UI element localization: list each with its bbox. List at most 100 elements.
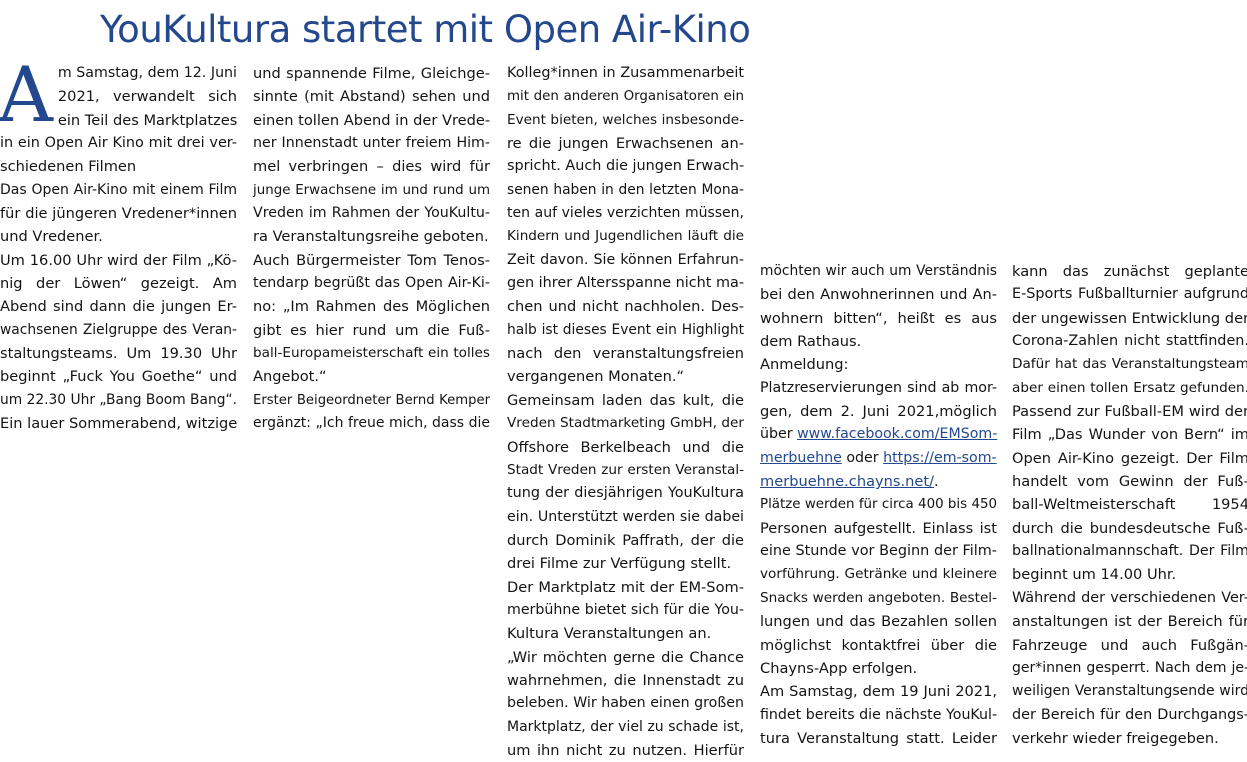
text-line: E-Sports Fußballturnier aufgrund: [1012, 286, 1247, 303]
text-line: durch die bundesdeutsche Fuß-: [1012, 519, 1247, 537]
text-line: beleben. Wir haben einen großen: [507, 695, 744, 712]
text-line: Personen aufgestellt. Einlass ist: [760, 519, 997, 537]
text-line: handelt vom Gewinn der Fuß-: [1012, 473, 1247, 491]
text-line: Marktplatz, der viel zu schade ist,: [507, 718, 744, 735]
text-line: Kultura Veranstaltungen an.: [507, 625, 712, 643]
text-line: möglichst kontaktfrei über die: [760, 636, 997, 654]
drop-cap: A: [0, 50, 53, 139]
text-line: der Bereich für den Durchgangs-: [1012, 706, 1247, 723]
text-line: durch Dominik Paffrath, der die: [507, 531, 744, 549]
text-line-with-link: merbuehne.chayns.net/.: [760, 470, 997, 493]
text-line: Erster Beigeordneter Bernd Kemper: [253, 392, 490, 408]
text-column-3: Kolleg*innen in Zusammenarbeit mit den a…: [507, 62, 744, 762]
text-line: um ihn nicht zu nutzen. Hierfür: [507, 741, 744, 759]
text-line: ra Veranstaltungsreihe geboten.: [253, 228, 489, 246]
text-line: gen ihrer Altersspanne nicht ma-: [507, 275, 745, 292]
text-line: merbühne bietet sich für die You-: [507, 601, 744, 618]
text-line: beginnt „Fuck You Goethe“ und: [0, 368, 237, 386]
text-line: und Vredener.: [0, 228, 103, 246]
text-line: Gemeinsam laden das kult, die: [507, 391, 744, 409]
text-line: halb ist dieses Event ein Highlight: [507, 321, 744, 338]
text-line: wohnern bitten“, heißt es aus: [760, 309, 997, 327]
text-line: für die jüngeren Vredener*innen: [0, 205, 237, 223]
text-line: mel verbringen – dies wird für: [253, 158, 490, 176]
text-line: „Wir möchten gerne die Chance: [507, 648, 744, 666]
facebook-link[interactable]: www.facebook.com/EMSom-: [797, 426, 998, 443]
text-line: ger*innen gesperrt. Nach dem je-: [1012, 659, 1247, 676]
text-line: anstaltungen ist der Bereich für: [1012, 613, 1247, 631]
text-line: gibt es hier rund um die Fuß-: [253, 321, 490, 339]
text-line: Anmeldung:: [760, 356, 849, 374]
text-line: staltungsteams. Um 19.30 Uhr: [0, 345, 237, 363]
text-line: verkehr wieder freigegeben.: [1012, 729, 1219, 747]
text-line: junge Erwachsene im und rund um: [253, 182, 490, 198]
text-line: Auch Bürgermeister Tom Tenos-: [253, 251, 490, 269]
text-line: ballnationalmannschaft. Der Film: [1012, 543, 1247, 560]
text-line: Der Marktplatz mit der EM-Som-: [507, 578, 744, 596]
text-line: Das Open Air-Kino mit einem Film: [0, 181, 237, 198]
text-line: ein. Unterstützt werden sie dabei: [507, 508, 744, 525]
text-line: schiedenen Filmen: [0, 158, 137, 176]
text-line: Offshore Berkelbeach und die: [507, 438, 744, 456]
text-line-with-link: über www.facebook.com/EMSom-: [760, 423, 997, 446]
text-line: ball-Europameisterschaft ein tolles: [253, 345, 490, 362]
text-line: Kolleg*innen in Zusammenarbeit: [507, 65, 744, 81]
text-line: nach den veranstaltungsfreien: [507, 345, 744, 363]
text-line: Um 16.00 Uhr wird der Film „Kö-: [0, 251, 237, 269]
text-line: Chayns-App erfolgen.: [760, 659, 918, 677]
text-line: Plätze werden für circa 400 bis 450: [760, 497, 997, 513]
text-line: Passend zur Fußball-EM wird der: [1012, 403, 1247, 421]
text-line: ein Teil des Marktplatzes: [57, 111, 238, 129]
text-line: einen tollen Abend in der Vrede-: [253, 111, 491, 129]
text-line: Angebot.“: [253, 368, 327, 386]
text-line: m Samstag, dem 12. Juni: [57, 65, 237, 81]
text-line: dem Rathaus.: [760, 333, 862, 351]
text-line: Snacks werden angeboten. Bestel-: [760, 589, 997, 606]
text-column-2: und spannende Filme, Gleichge- sinnte (m…: [253, 62, 490, 436]
text-line: re die jungen Erwachsenen an-: [507, 135, 744, 153]
text-line: ten auf vieles verzichten müssen,: [507, 205, 744, 222]
text-line: drei Filme zur Verfügung stellt.: [507, 555, 732, 573]
newspaper-article: YouKultura startet mit Open Air-Kino A m…: [0, 8, 1247, 759]
text-column-4: möchten wir auch um Verständnis bei den …: [760, 260, 997, 750]
text-line: vorführung. Getränke und kleinere: [760, 566, 997, 583]
text-line: wahrnehmen, die Innenstadt zu: [507, 671, 744, 689]
text-line: weiligen Veranstaltungsende wird: [1012, 683, 1247, 700]
text-line: beginnt um 14.00 Uhr.: [1012, 566, 1177, 584]
text-line: findet bereits die nächste YouKul-: [760, 706, 998, 723]
text-line: Dafür hat das Veranstaltungsteam: [1012, 356, 1247, 373]
chayns-link[interactable]: https://em-som-: [883, 449, 997, 466]
link-joiner: oder: [841, 449, 884, 466]
text-line: gen, dem 2. Juni 2021,möglich: [760, 403, 997, 421]
text-line: Kindern und Jugendlichen läuft die: [507, 228, 744, 245]
text-line: Zeit davon. Sie können Erfahrun-: [507, 251, 744, 268]
text-line: eine Stunde vor Beginn der Film-: [760, 543, 997, 560]
text-line: bei den Anwohnerinnen und An-: [760, 286, 997, 304]
text-line: Am Samstag, dem 19 Juni 2021,: [760, 683, 997, 701]
text-line: vergangenen Monaten.“: [507, 368, 685, 386]
chayns-link-continued[interactable]: merbuehne.chayns.net/: [760, 473, 935, 491]
text-line: Ein lauer Sommerabend, witzige: [0, 415, 238, 433]
text-line: senen haben in den letzten Mona-: [507, 181, 744, 198]
facebook-link-continued[interactable]: merbuehne: [760, 449, 842, 466]
text-line: Stadt Vreden zur ersten Veranstal-: [507, 461, 744, 478]
text-line: tura Veranstaltung statt. Leider: [760, 729, 997, 747]
text-line: um 22.30 Uhr „Bang Boom Bang“.: [0, 391, 237, 408]
text-line: möchten wir auch um Verständnis: [760, 263, 997, 279]
text-line: Vreden im Rahmen der YouKultu-: [253, 205, 490, 222]
text-line: Open Air-Kino gezeigt. Der Film: [1012, 449, 1247, 467]
text-line: 2021, verwandelt sich: [57, 88, 237, 106]
text-line: in ein Open Air Kino mit drei ver-: [0, 135, 237, 152]
text-line: tendarp begrüßt das Open Air-Ki-: [253, 275, 490, 292]
text-line: aber einen tollen Ersatz gefunden.: [1012, 379, 1247, 396]
link-prefix: über: [760, 426, 798, 443]
text-line: Fahrzeuge und auch Fußgän-: [1012, 636, 1247, 654]
text-line: und spannende Filme, Gleichge-: [253, 65, 490, 82]
text-line: tung der diesjährigen YouKultura: [507, 485, 744, 502]
text-line: ergänzt: „Ich freue mich, dass die: [253, 415, 490, 432]
text-line: Film „Das Wunder von Bern“ im: [1012, 426, 1247, 444]
text-line: Abend sind dann die jungen Er-: [0, 298, 237, 316]
text-line: spricht. Auch die jungen Erwach-: [507, 158, 745, 175]
link-suffix: .: [934, 473, 939, 491]
text-line: wachsenen Zielgruppe des Veran-: [0, 321, 237, 338]
